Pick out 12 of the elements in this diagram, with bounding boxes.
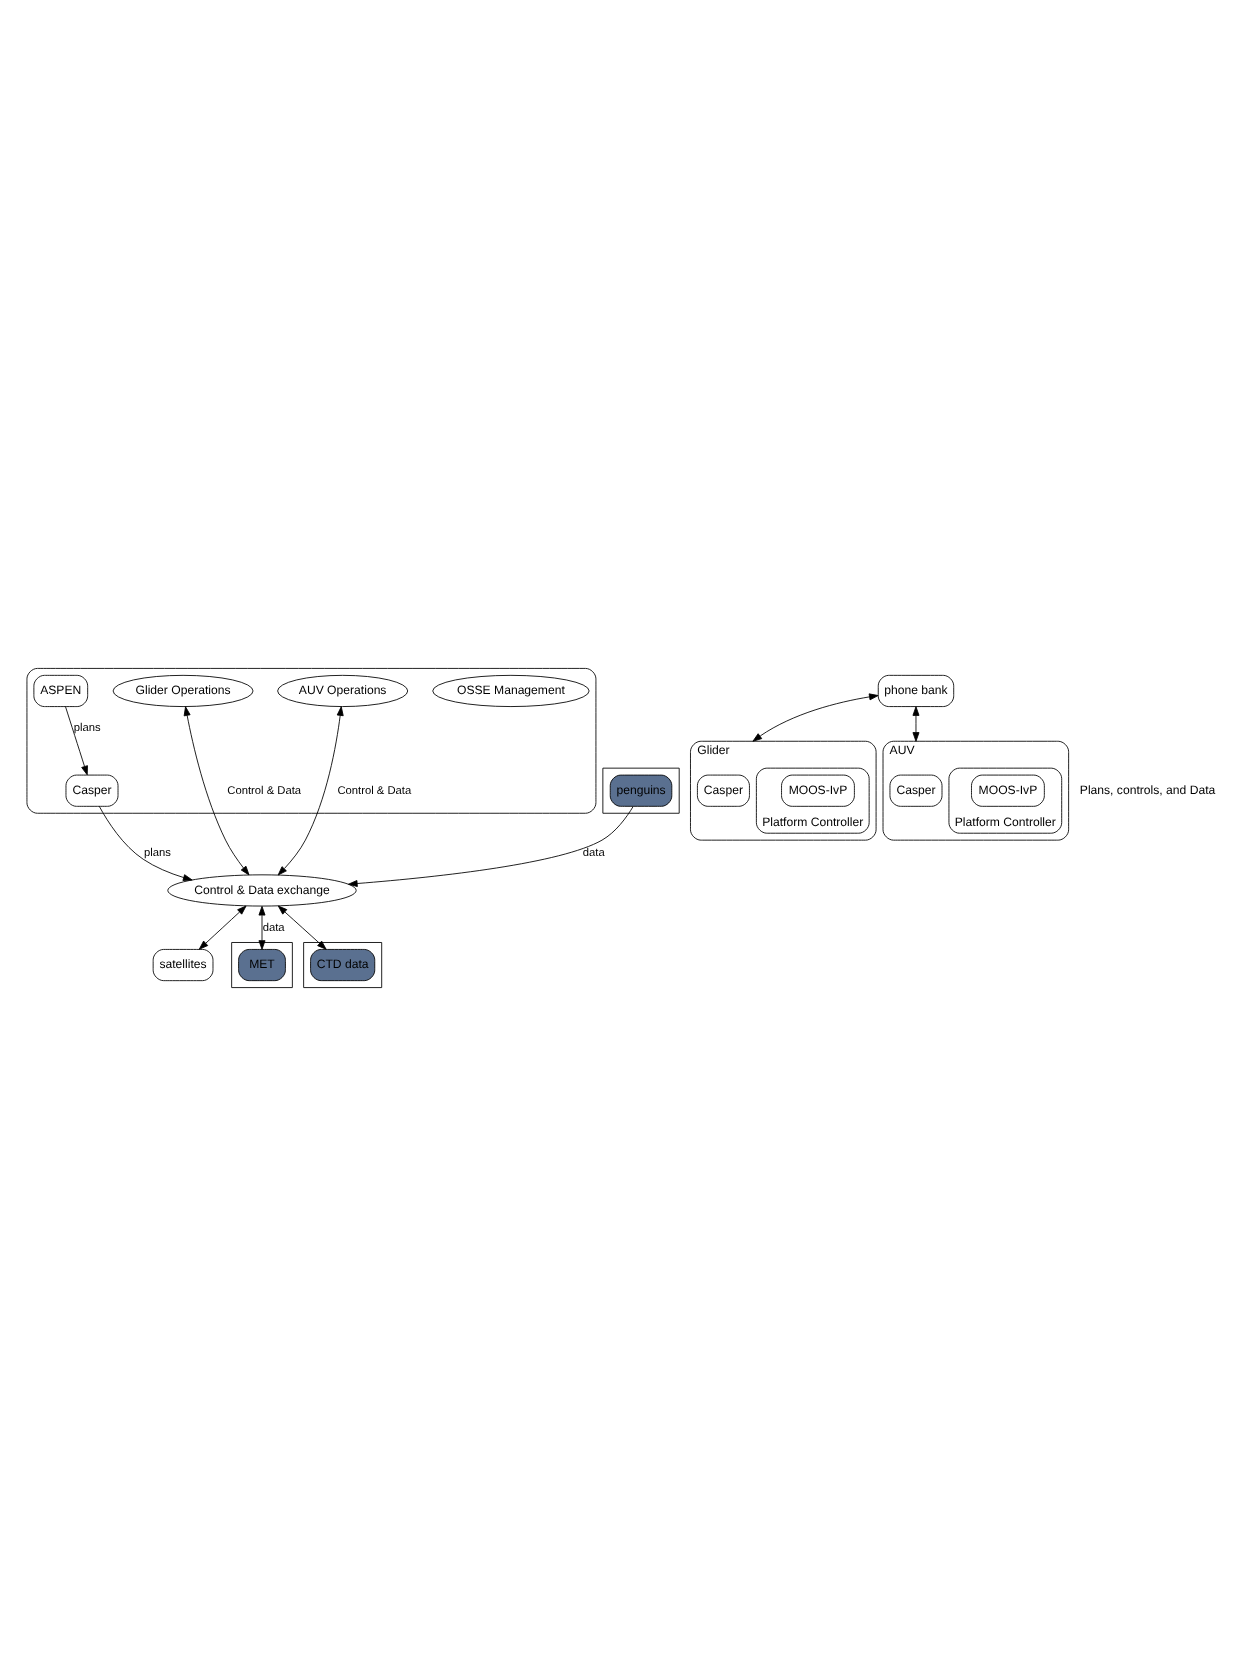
arrow: [277, 705, 344, 875]
arrow: [98, 804, 193, 880]
cluster: [602, 766, 680, 813]
arrow: [752, 692, 879, 741]
arrow: [258, 904, 266, 949]
cluster: [26, 666, 597, 813]
arrow: [183, 705, 250, 875]
arrow: [912, 705, 920, 741]
arrow: [348, 805, 634, 886]
arrow: [198, 904, 247, 949]
arrow: [277, 904, 327, 949]
arrow: [65, 705, 88, 775]
